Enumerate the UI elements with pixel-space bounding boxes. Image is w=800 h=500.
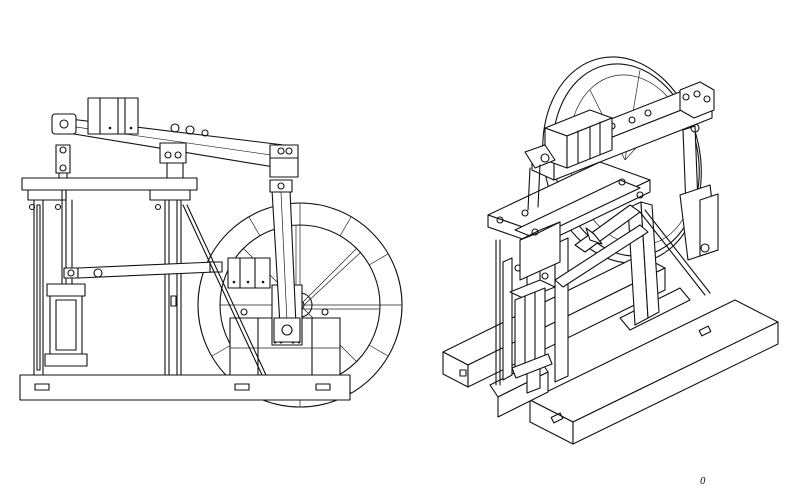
side-elevation-view	[19, 97, 403, 408]
base-beam	[19, 374, 351, 401]
crank-weight-block	[227, 257, 271, 289]
iso-parallel-motion	[524, 144, 556, 211]
isometric-view	[442, 56, 779, 445]
connecting-rod	[269, 179, 301, 343]
parallel-motion	[55, 144, 223, 279]
iso-pump-cylinder	[509, 264, 556, 379]
page-mark: 0	[700, 477, 706, 487]
main-frame	[21, 177, 198, 376]
iso-braces	[554, 204, 711, 296]
diagonal-stay	[182, 204, 263, 376]
pump-cylinder	[44, 189, 88, 367]
iso-base	[442, 254, 779, 445]
iso-entablature	[487, 161, 651, 281]
iso-beam-weights	[544, 109, 613, 169]
iso-connecting-rod	[679, 123, 719, 261]
beam-weights	[87, 97, 139, 135]
